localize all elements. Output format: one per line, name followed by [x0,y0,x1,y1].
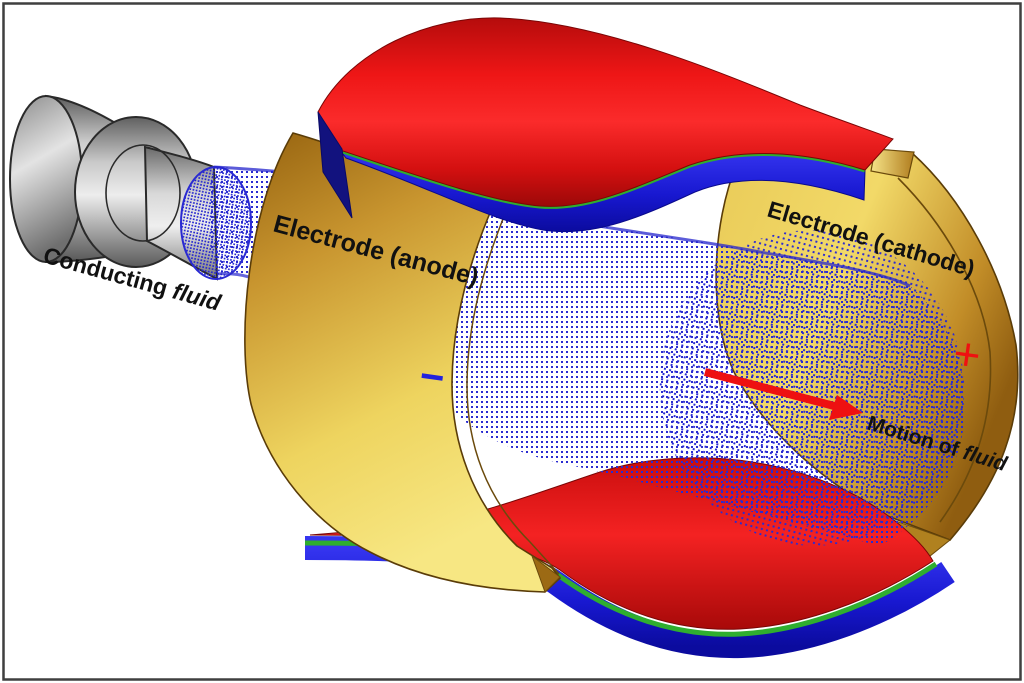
cathode-top-rim-cap [870,148,915,179]
motion-arrow [703,368,863,420]
top-magnet-red-slab [317,17,894,207]
anode-rim-line [466,213,560,575]
fluid-end-cap-dots [659,230,965,546]
pipe-end-cap [9,95,83,263]
motion-arrow-head [829,395,863,420]
motion-arrow-shaft [703,368,840,411]
cathode-rim-line [897,177,992,523]
top-magnet-left-end-face [317,111,353,219]
anode-bottom-bevel [530,554,561,593]
fluid-mouth-cap-dots [180,166,252,280]
top-magnet [317,17,894,233]
pipe-flange-rim [105,144,181,242]
